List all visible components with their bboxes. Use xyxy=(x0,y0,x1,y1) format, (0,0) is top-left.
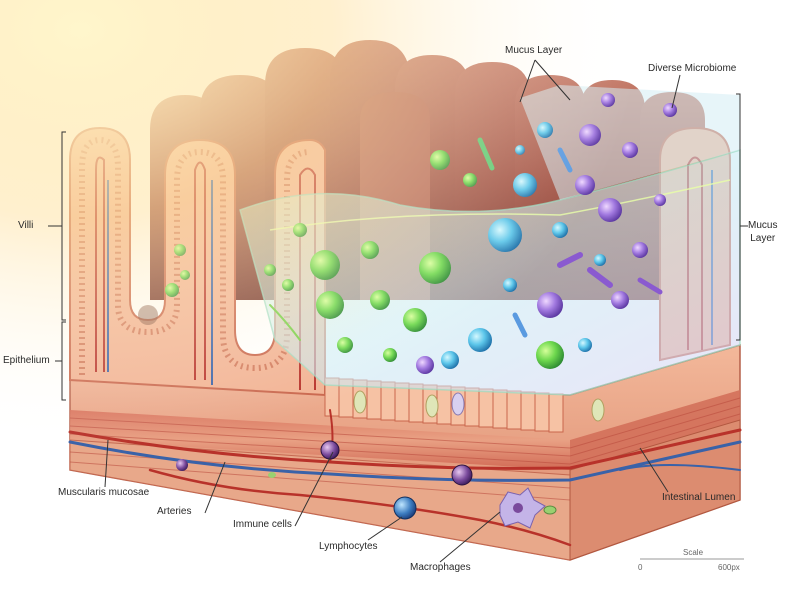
leader-lines xyxy=(104,59,681,563)
label-mucus-layer-right: Mucus Layer xyxy=(748,220,778,244)
label-epithelium: Epithelium xyxy=(3,355,50,366)
scale-max: 600px xyxy=(718,563,740,572)
mucus-layer-right-bracket xyxy=(736,93,748,341)
epithelium-bracket xyxy=(55,321,66,401)
villi-bracket xyxy=(48,131,66,321)
label-intestinal-lumen: Intestinal Lumen xyxy=(662,492,736,503)
label-mucus-layer-top: Mucus Layer xyxy=(505,45,563,56)
scale-min: 0 xyxy=(638,563,643,572)
label-muscularis-mucosae: Muscularis mucosae xyxy=(58,487,150,498)
label-arteries: Arteries xyxy=(157,506,192,517)
label-immune-cells: Immune cells xyxy=(233,519,292,530)
label-lymphocytes: Lymphocytes xyxy=(319,541,378,552)
label-villi: Villi xyxy=(18,220,34,231)
label-diverse-microbiome: Diverse Microbiome xyxy=(648,63,737,74)
scale-title: Scale xyxy=(683,548,704,557)
label-macrophages: Macrophages xyxy=(410,562,471,573)
